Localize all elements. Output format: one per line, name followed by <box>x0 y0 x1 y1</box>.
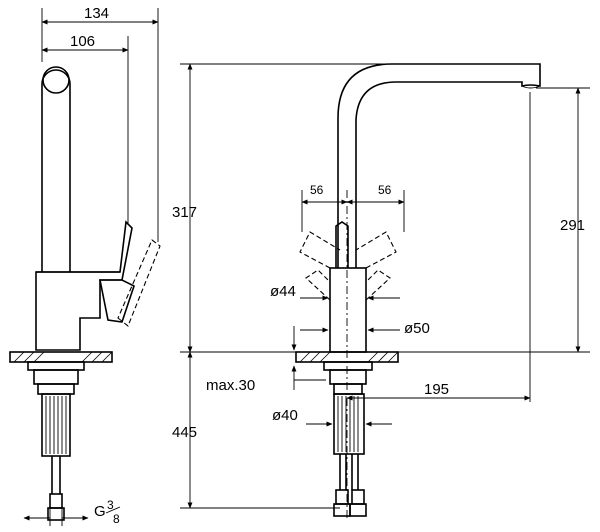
dim-max30: max.30 <box>206 377 255 394</box>
thread-label: G <box>94 503 106 520</box>
front-hose-nut-1 <box>333 503 351 517</box>
front-hose-nut-2 <box>349 503 367 517</box>
dim-317: 317 <box>172 204 197 221</box>
front-deck-hatch <box>299 351 399 363</box>
front-hose-fitting-1 <box>335 489 349 505</box>
dim-44: ø44 <box>270 283 296 300</box>
dim-56-right: 56 <box>378 183 392 197</box>
side-shank <box>41 393 71 457</box>
side-spout <box>41 69 71 272</box>
dim-106: 106 <box>70 33 95 50</box>
side-lever <box>99 279 135 323</box>
front-shank-ribs <box>337 396 359 452</box>
front-lever-alt-left <box>299 231 341 269</box>
side-body <box>35 220 133 351</box>
dim-50: ø50 <box>404 320 430 337</box>
front-nut <box>329 369 367 385</box>
side-lever-alt <box>117 239 161 327</box>
side-shank-ribs <box>45 396 67 454</box>
front-hose-fitting-2 <box>351 489 365 505</box>
side-view: 134 106 G 3 8 <box>9 5 161 526</box>
side-nut <box>33 369 79 385</box>
dim-40: ø40 <box>272 407 298 424</box>
spout-top-circle <box>42 66 70 94</box>
side-washer-1 <box>27 361 85 371</box>
front-body <box>329 267 367 353</box>
front-shank <box>333 393 365 455</box>
dim-195: 195 <box>424 381 449 398</box>
dim-291: 291 <box>560 217 585 234</box>
side-hose-fitting <box>49 493 63 509</box>
front-lever <box>335 221 349 268</box>
front-lever-alt-left-low <box>305 269 331 301</box>
dim-134: 134 <box>84 5 109 22</box>
front-lever-alt-right <box>355 231 397 269</box>
side-hose-nut <box>47 507 65 521</box>
side-washer-2 <box>37 383 75 395</box>
dim-445: 445 <box>172 424 197 441</box>
dim-56-left: 56 <box>310 183 324 197</box>
thread-num: 3 <box>107 498 114 512</box>
spout-outlet <box>521 85 541 89</box>
front-washer-2 <box>333 383 363 395</box>
front-view: 317 291 445 56 56 ø44 ø50 max.30 195 <box>172 63 590 520</box>
thread-den: 8 <box>113 512 120 526</box>
front-hoses <box>339 454 359 490</box>
front-washer-1 <box>323 361 373 371</box>
front-lever-alt-right-low <box>365 269 391 301</box>
thread-slash <box>105 506 121 514</box>
side-hose <box>51 456 61 494</box>
side-deck-hatch <box>13 351 113 363</box>
front-spout <box>337 63 541 268</box>
